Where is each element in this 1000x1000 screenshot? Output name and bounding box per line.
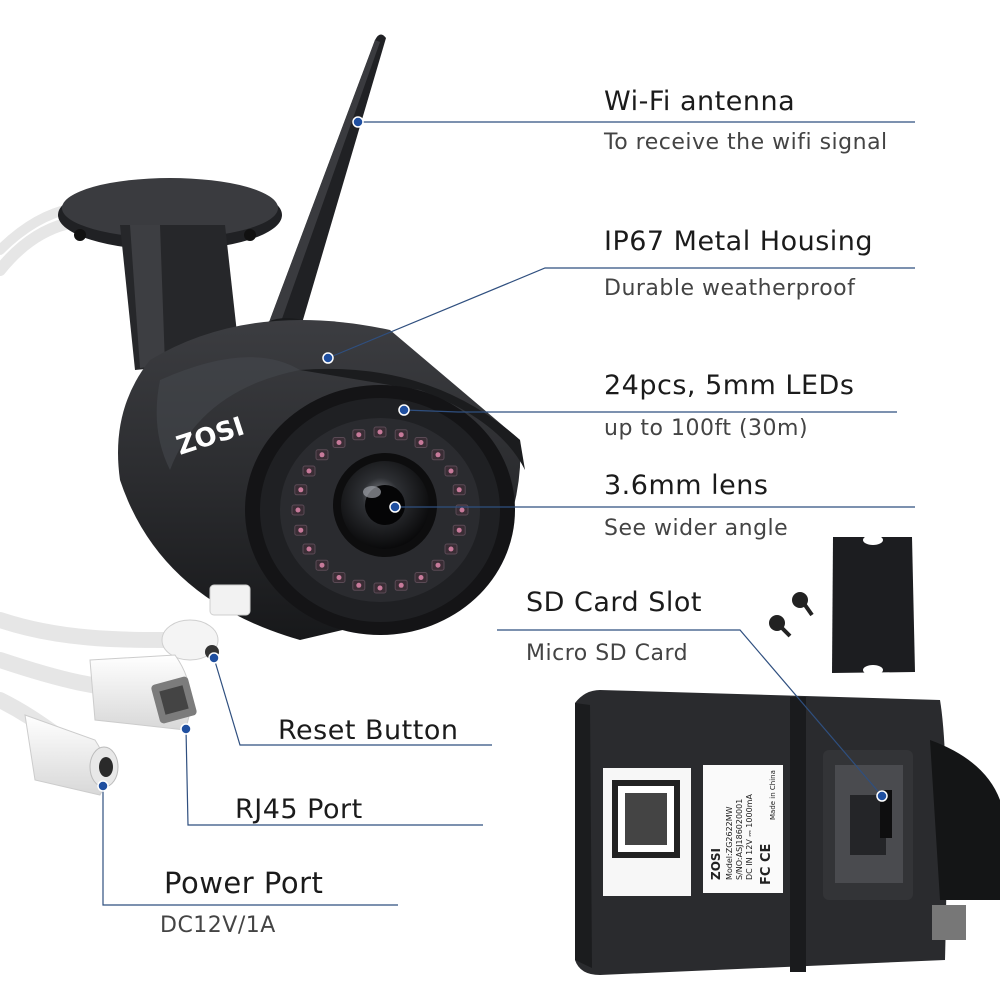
connectors [24, 584, 251, 796]
sticker-origin: Made in China [769, 770, 777, 820]
screw-icon [769, 592, 814, 638]
ir-led-emitter [418, 440, 424, 445]
ir-led-emitter [306, 468, 312, 474]
leds-dot [398, 404, 410, 416]
rj45-dot [180, 723, 192, 735]
accessory-plate [832, 535, 915, 675]
ir-led-emitter [306, 546, 312, 552]
housing-leader-line [327, 267, 915, 359]
ir-led-emitter [435, 562, 441, 568]
ir-led-emitter [435, 452, 441, 458]
reset-leader-line [213, 657, 492, 746]
lens [333, 453, 437, 557]
housing-subtitle: Durable weatherproof [604, 276, 856, 301]
ir-led-emitter [298, 527, 304, 533]
sticker-brand: ZOSI [709, 848, 723, 880]
sd-leader-line [497, 629, 883, 797]
wifi-subtitle: To receive the wifi signal [604, 130, 888, 155]
ir-led-emitter [377, 585, 383, 591]
power-title: Power Port [164, 866, 324, 900]
ir-led-emitter [336, 440, 342, 445]
ir-led-emitter [398, 582, 404, 588]
sd-title: SD Card Slot [526, 587, 703, 618]
power-subtitle: DC12V/1A [160, 913, 276, 938]
sticker-cert-marks: FC CE [759, 844, 774, 885]
lens-title: 3.6mm lens [604, 470, 769, 501]
wifi-dot [352, 116, 364, 128]
sticker-power: DC IN 12V ⎓ 1000mA [745, 794, 754, 880]
lens-subtitle: See wider angle [604, 516, 789, 541]
ir-led-emitter [319, 562, 325, 568]
ir-led-emitter [319, 452, 325, 458]
ir-led-emitter [448, 546, 454, 552]
ir-led-emitter [336, 575, 342, 580]
ir-led-emitter [295, 507, 301, 513]
ir-led-emitter [377, 429, 383, 435]
lens-dot [389, 501, 401, 513]
ir-led-emitter [356, 582, 362, 588]
ir-led-emitter [418, 575, 424, 580]
leds-subtitle: up to 100ft (30m) [604, 416, 809, 441]
ir-led-emitter [398, 432, 404, 438]
sticker-model: Model:ZG2622MW [725, 806, 734, 880]
power-leader-line [102, 786, 398, 906]
antenna [261, 34, 386, 342]
power-dot [97, 780, 109, 792]
leds-leader-line [403, 409, 897, 413]
product-sticker: ZOSI Model:ZG2622MW S/NO:ASJ186020001 DC… [709, 770, 777, 885]
housing-dot [322, 352, 334, 364]
reset-title: Reset Button [278, 715, 459, 746]
camera-underside [575, 690, 1000, 975]
sticker-serial: S/NO:ASJ186020001 [735, 799, 744, 880]
ir-led-emitter [448, 468, 454, 474]
ir-led-ring [291, 426, 469, 594]
rj45-leader-line [185, 728, 483, 826]
sd-dot [876, 790, 888, 802]
callout-lines [102, 121, 915, 906]
housing-title: IP67 Metal Housing [604, 226, 874, 257]
ir-led-emitter [356, 432, 362, 438]
ir-led-emitter [456, 487, 462, 493]
reset-dot [208, 652, 220, 664]
leds-title: 24pcs, 5mm LEDs [604, 370, 855, 401]
sd-subtitle: Micro SD Card [526, 641, 689, 666]
ir-led-emitter [298, 487, 304, 493]
ir-led-emitter [459, 507, 465, 513]
rj45-title: RJ45 Port [235, 794, 363, 825]
ir-led-emitter [456, 527, 462, 533]
callout-dots [97, 116, 888, 802]
wifi-title: Wi-Fi antenna [604, 86, 796, 117]
